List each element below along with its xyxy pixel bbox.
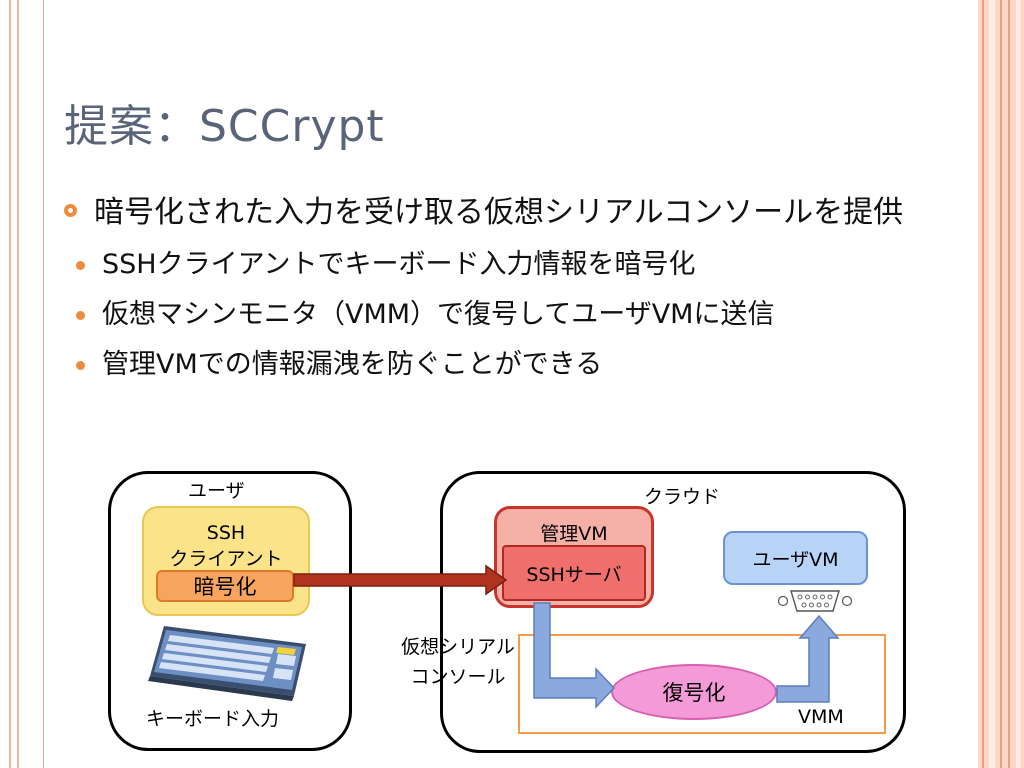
serial-port-icon	[777, 590, 853, 612]
to-user-vm-arrow	[776, 614, 840, 703]
vmm-label: VMM	[798, 706, 844, 728]
page-title: 提案：SCCrypt	[64, 101, 385, 152]
main-bullet: 暗号化された入力を受け取る仮想シリアルコンソールを提供	[62, 190, 942, 236]
right-stripes-decoration	[978, 0, 1024, 768]
keyboard-icon	[148, 626, 306, 701]
ssh-client-label-line2: クライアント	[169, 548, 283, 570]
decrypt-ellipse: 復号化	[611, 664, 777, 720]
management-vm-label: 管理VM	[540, 523, 608, 545]
border-rail	[9, 0, 11, 768]
sub-bullet-text: SSHクライアントでキーボード入力情報を暗号化	[102, 249, 696, 280]
keyboard-input-label: キーボード入力	[146, 708, 280, 730]
serial-console-label-line1: 仮想シリアル	[401, 636, 515, 658]
sub-bullet: 管理VMでの情報漏洩を防ぐことができる	[62, 340, 942, 390]
stripe	[1000, 0, 1002, 768]
encrypt-box: 暗号化	[156, 570, 294, 602]
dot-bullet-icon	[76, 361, 85, 370]
ssh-server-label: SSHサーバ	[526, 563, 622, 586]
encrypted-input-arrow	[293, 564, 508, 596]
sub-bullet-list: SSHクライアントでキーボード入力情報を暗号化 仮想マシンモニタ（VMM）で復号…	[62, 240, 942, 390]
to-decrypt-arrow	[533, 602, 616, 709]
stripe	[1016, 0, 1021, 768]
stripe	[989, 0, 995, 768]
dot-bullet-icon	[76, 311, 85, 320]
dot-bullet-icon	[76, 261, 85, 270]
serial-console-label-line2: コンソール	[410, 666, 506, 688]
stripe	[1008, 0, 1010, 768]
ssh-server-box: SSHサーバ	[502, 545, 646, 601]
ssh-client-label-line1: SSH	[206, 522, 246, 544]
sub-bullet-text: 管理VMでの情報漏洩を防ぐことができる	[102, 349, 603, 380]
user-vm-label: ユーザVM	[752, 548, 839, 571]
encrypt-label: 暗号化	[193, 575, 257, 599]
user-zone-label: ユーザ	[188, 480, 245, 502]
sub-bullet-text: 仮想マシンモニタ（VMM）で復号してユーザVMに送信	[102, 299, 775, 330]
decrypt-label: 復号化	[662, 681, 726, 705]
vmm-box	[518, 634, 886, 734]
sub-bullet-group: SSHクライアントでキーボード入力情報を暗号化 仮想マシンモニタ（VMM）で復号…	[62, 240, 942, 390]
serial-console-label: 仮想シリアル コンソール	[388, 632, 528, 692]
bullet-list: 暗号化された入力を受け取る仮想シリアルコンソールを提供 SSHクライアントでキー…	[62, 190, 942, 390]
sub-bullet: 仮想マシンモニタ（VMM）で復号してユーザVMに送信	[62, 290, 942, 340]
ring-bullet-icon	[64, 204, 77, 217]
border-rail	[17, 0, 19, 768]
user-vm-box: ユーザVM	[723, 531, 868, 585]
main-bullet-text: 暗号化された入力を受け取る仮想シリアルコンソールを提供	[94, 195, 904, 230]
cloud-zone-label: クラウド	[644, 486, 721, 508]
stripe	[982, 0, 984, 768]
sub-bullet: SSHクライアントでキーボード入力情報を暗号化	[62, 240, 942, 290]
left-border-decoration	[0, 0, 44, 768]
